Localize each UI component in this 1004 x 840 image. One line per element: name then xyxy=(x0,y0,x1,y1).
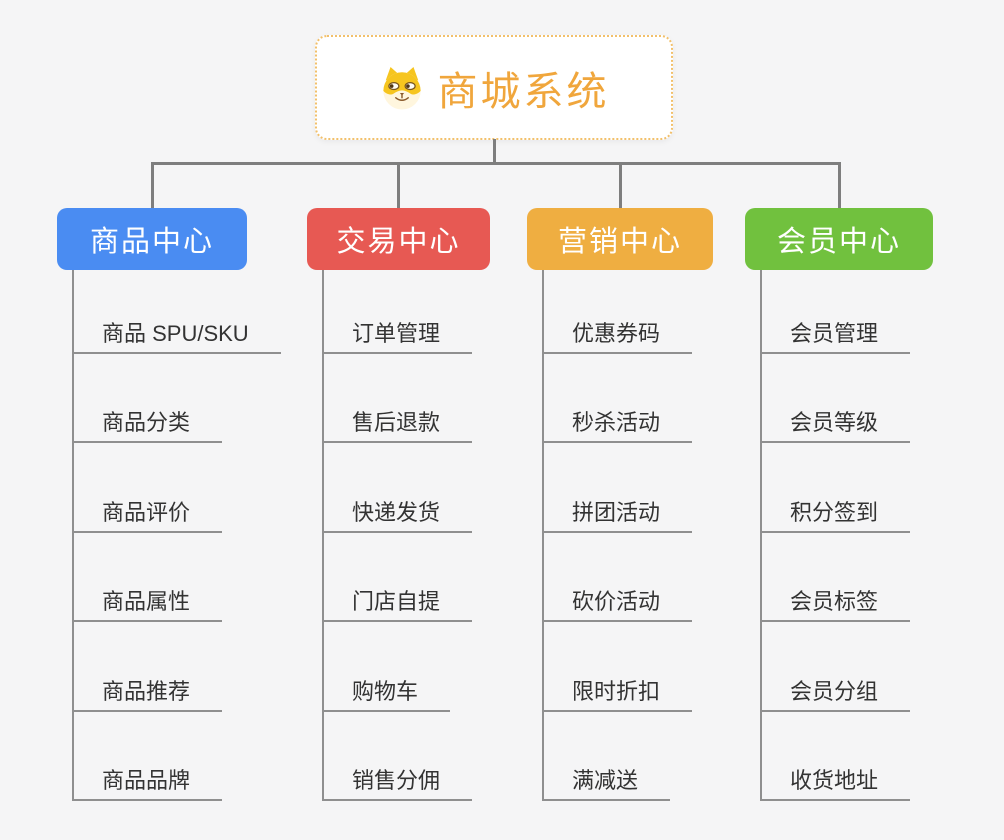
leaf-item-trade-center-5[interactable]: 销售分佣 xyxy=(322,761,473,801)
leaf-item-product-center-3[interactable]: 商品属性 xyxy=(72,582,223,622)
leaf-item-member-center-4[interactable]: 会员分组 xyxy=(760,672,911,712)
leaf-item-member-center-3[interactable]: 会员标签 xyxy=(760,582,911,622)
connector-drop-member-center xyxy=(837,162,841,208)
leaf-item-trade-center-3[interactable]: 门店自提 xyxy=(322,582,473,622)
leaf-item-marketing-center-2[interactable]: 拼团活动 xyxy=(542,493,693,533)
leaf-item-product-center-0[interactable]: 商品 SPU/SKU xyxy=(72,314,281,354)
leaf-item-product-center-4[interactable]: 商品推荐 xyxy=(72,672,223,712)
leaf-item-member-center-2[interactable]: 积分签到 xyxy=(760,493,911,533)
leaf-item-product-center-5[interactable]: 商品品牌 xyxy=(72,761,223,801)
doge-icon xyxy=(379,66,425,110)
leaf-item-member-center-0[interactable]: 会员管理 xyxy=(760,314,911,354)
leaf-item-member-center-5[interactable]: 收货地址 xyxy=(760,761,911,801)
branch-box-member-center[interactable]: 会员中心 xyxy=(745,208,933,270)
leaf-item-trade-center-2[interactable]: 快递发货 xyxy=(322,493,473,533)
leaf-item-marketing-center-4[interactable]: 限时折扣 xyxy=(542,672,693,712)
root-node[interactable]: 商城系统 xyxy=(315,35,673,140)
branch-box-product-center[interactable]: 商品中心 xyxy=(57,208,247,270)
leaf-item-marketing-center-3[interactable]: 砍价活动 xyxy=(542,582,693,622)
leaf-item-marketing-center-0[interactable]: 优惠券码 xyxy=(542,314,693,354)
connector-hline xyxy=(150,162,841,165)
root-title: 商城系统 xyxy=(437,69,610,114)
branch-box-marketing-center[interactable]: 营销中心 xyxy=(527,208,713,270)
leaf-item-product-center-2[interactable]: 商品评价 xyxy=(72,493,223,533)
leaf-item-trade-center-0[interactable]: 订单管理 xyxy=(322,314,473,354)
leaf-item-product-center-1[interactable]: 商品分类 xyxy=(72,403,223,443)
column-line-member-center xyxy=(760,270,762,801)
leaf-item-trade-center-4[interactable]: 购物车 xyxy=(322,672,451,712)
leaf-item-member-center-1[interactable]: 会员等级 xyxy=(760,403,911,443)
connector-root-stem xyxy=(492,139,496,165)
column-line-trade-center xyxy=(322,270,324,801)
leaf-item-marketing-center-1[interactable]: 秒杀活动 xyxy=(542,403,693,443)
connector-drop-product-center xyxy=(150,162,154,208)
branch-box-trade-center[interactable]: 交易中心 xyxy=(307,208,490,270)
column-line-product-center xyxy=(72,270,74,801)
connector-drop-marketing-center xyxy=(618,162,622,208)
leaf-item-trade-center-1[interactable]: 售后退款 xyxy=(322,403,473,443)
column-line-marketing-center xyxy=(542,270,544,801)
leaf-item-marketing-center-5[interactable]: 满减送 xyxy=(542,761,671,801)
connector-drop-trade-center xyxy=(397,162,400,208)
